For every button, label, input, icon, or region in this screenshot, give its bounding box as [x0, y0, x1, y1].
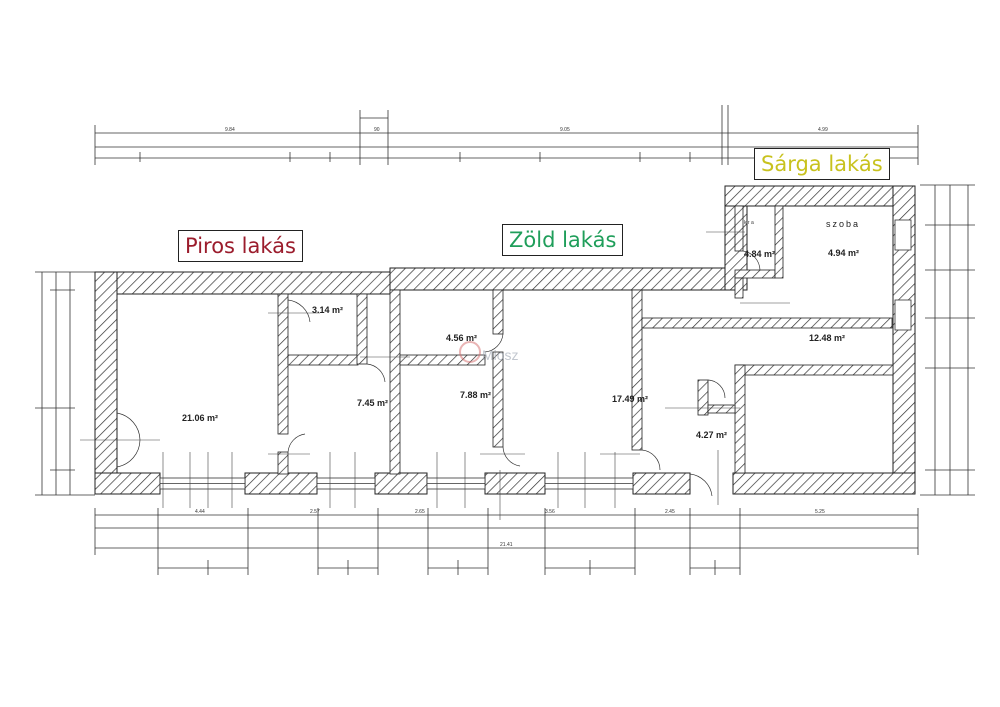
bottom-dimension-value: 3.56 — [545, 509, 555, 515]
green-apartment-label: Zöld lakás — [502, 224, 624, 256]
room-name-szoba: szoba — [826, 219, 860, 229]
door-swings — [116, 250, 761, 497]
total-length-value: 21.41 — [500, 542, 513, 548]
room-area-labels: 21.06 m² 3.14 m² 7.45 m² 4.56 m² 7.88 m²… — [182, 219, 860, 440]
yellow-apartment-label: Sárga lakás — [754, 148, 890, 180]
top-dimension-value: 90 — [374, 127, 380, 133]
top-dimension-value: 9.84 — [225, 127, 235, 133]
right-dimension-lines — [920, 184, 975, 496]
room-name-kra: k r a — [744, 220, 754, 226]
top-dimension-value: 9.05 — [560, 127, 570, 133]
bottom-dimension-value: 2.65 — [415, 509, 425, 515]
top-dimension-value: 4.99 — [818, 127, 828, 133]
room-area-4: 4.56 m² — [446, 333, 477, 343]
left-dimension-lines — [35, 271, 95, 496]
annotation-lines — [80, 231, 790, 520]
watermark-logo-icon — [459, 341, 481, 363]
bottom-dimension-value: 2.57 — [310, 509, 320, 515]
watermark: Miosz — [459, 341, 519, 363]
bottom-dimension-value: 2.45 — [665, 509, 675, 515]
room-area-10: 12.48 m² — [809, 333, 845, 343]
windows — [159, 219, 912, 490]
room-area-9: 4.94 m² — [828, 248, 859, 258]
room-area-5: 7.88 m² — [460, 390, 491, 400]
top-dimension-lines — [94, 105, 919, 165]
red-apartment-label: Piros lakás — [178, 230, 303, 262]
bottom-dimension-value: 4.44 — [195, 509, 205, 515]
room-area-1: 21.06 m² — [182, 413, 218, 423]
bottom-dimension-lines — [94, 508, 919, 575]
room-area-8: 4.84 m² — [744, 249, 775, 259]
interior-walls — [277, 205, 894, 475]
watermark-text: Miosz — [482, 347, 519, 363]
room-area-3: 7.45 m² — [357, 398, 388, 408]
room-area-7: 4.27 m² — [696, 430, 727, 440]
room-area-2: 3.14 m² — [312, 305, 343, 315]
bottom-dimension-value: 5.25 — [815, 509, 825, 515]
room-area-6: 17.49 m² — [612, 394, 648, 404]
